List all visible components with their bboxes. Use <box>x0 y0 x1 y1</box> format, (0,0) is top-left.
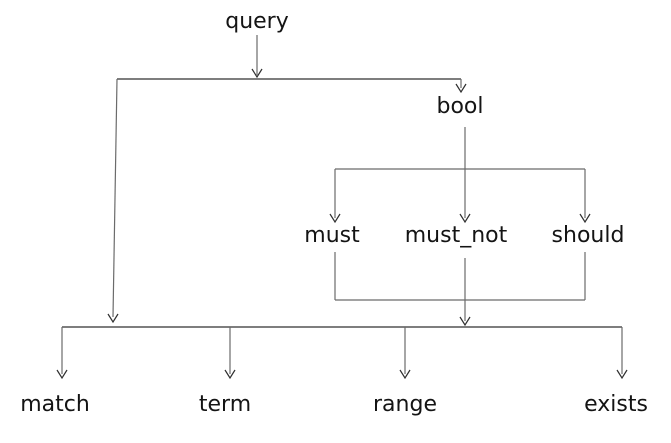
node-must: must <box>304 223 360 248</box>
node-range: range <box>373 392 437 417</box>
node-bool: bool <box>436 94 484 119</box>
edge-must-stub <box>329 169 341 224</box>
node-must-not: must_not <box>404 223 508 248</box>
edge-mustnot-tail <box>459 258 471 327</box>
edge-query-stem <box>251 35 263 79</box>
edge-should-stub <box>579 169 591 224</box>
edge-exists-drop <box>616 327 628 380</box>
edge-match-drop <box>56 327 68 380</box>
edge-query-leaf-drop <box>107 78 119 324</box>
node-query: query <box>225 9 289 34</box>
edge-term-drop <box>224 327 236 380</box>
edge-bool-stub <box>455 79 467 94</box>
node-should: should <box>551 223 625 248</box>
edge-bool-stem <box>459 127 471 224</box>
node-match: match <box>20 392 90 417</box>
node-term: term <box>198 392 252 417</box>
node-exists: exists <box>584 392 648 417</box>
edge-range-drop <box>399 327 411 380</box>
